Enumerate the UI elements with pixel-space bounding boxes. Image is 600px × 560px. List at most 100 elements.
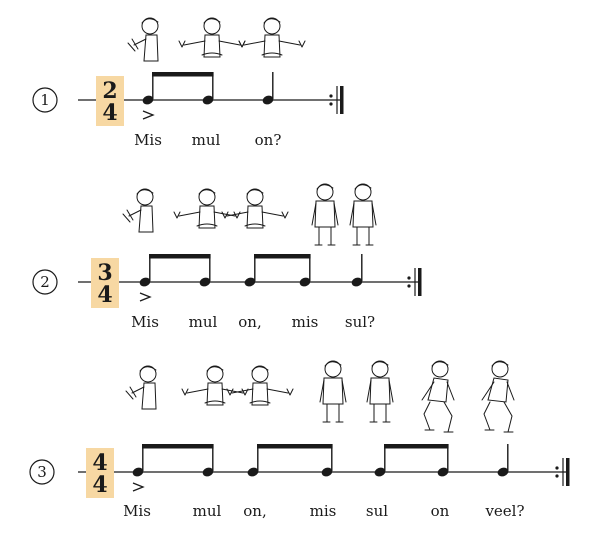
head-shape — [141, 17, 159, 35]
clapping-hands-shape — [122, 209, 142, 223]
repeat-dot — [329, 102, 333, 106]
head-shape — [324, 360, 342, 378]
time-signature-bottom: 4 — [97, 282, 112, 308]
repeat-dot — [555, 474, 559, 478]
arms-shape — [421, 381, 455, 401]
figure-clap-icon — [125, 365, 157, 410]
arms-shape — [183, 40, 241, 46]
hair-shape — [263, 18, 281, 24]
time-signature-top: 4 — [92, 450, 107, 476]
note-head — [262, 95, 274, 105]
body-shape — [198, 205, 216, 229]
bent-legs-shape — [423, 401, 454, 433]
hair-shape — [206, 366, 224, 372]
head-shape — [246, 188, 264, 206]
figure-stand-icon — [311, 183, 339, 246]
figure-clap-icon — [127, 17, 159, 62]
head-shape — [431, 360, 449, 378]
folded-hands-shape — [261, 52, 283, 56]
hair-shape — [198, 189, 216, 195]
eighth-beam — [384, 444, 449, 449]
note-head — [497, 467, 509, 477]
note-head — [321, 467, 333, 477]
lyric-syllable: on, — [238, 313, 261, 331]
arms-shape — [226, 211, 284, 217]
hands-shape — [226, 388, 294, 396]
figure-stand-icon — [349, 183, 377, 246]
note-head — [199, 277, 211, 287]
barline-thick — [340, 86, 344, 114]
body-shape — [141, 382, 157, 410]
eighth-beam — [257, 444, 333, 449]
time-signature-highlight — [91, 258, 119, 308]
hands-shape — [221, 211, 289, 219]
body-shape — [138, 205, 154, 233]
head-shape — [136, 188, 154, 206]
legs-shape — [352, 226, 374, 246]
head-shape — [354, 183, 372, 201]
folded-hands-shape — [249, 400, 271, 404]
note-head — [202, 467, 214, 477]
barline-thick — [566, 458, 570, 486]
arms-shape — [231, 388, 289, 394]
barline-thick — [418, 268, 422, 296]
movement-figures — [122, 183, 377, 246]
body-shape — [143, 34, 159, 62]
body-shape — [369, 377, 391, 405]
figure-stand-icon — [366, 360, 394, 423]
eighth-beam — [254, 254, 311, 259]
note-head — [202, 95, 214, 105]
clapping-hands-shape — [125, 386, 145, 400]
arms-shape — [243, 40, 301, 46]
figure-pat-icon — [178, 17, 246, 58]
exercise-number: 2 — [40, 273, 50, 291]
accent-mark — [132, 482, 145, 492]
eighth-beam — [152, 72, 214, 77]
figure-pat-icon — [173, 188, 241, 229]
body-shape — [246, 205, 264, 229]
note-head — [132, 467, 144, 477]
arms-shape — [481, 381, 515, 401]
lyric-syllable: veel? — [484, 502, 524, 520]
head-shape — [206, 365, 224, 383]
hair-shape — [316, 184, 334, 190]
hair-shape — [324, 361, 342, 367]
hair-shape — [136, 189, 154, 195]
legs-shape — [369, 403, 391, 423]
folded-hands-shape — [244, 223, 266, 227]
movement-figures — [127, 17, 306, 62]
exercise-number: 1 — [40, 91, 50, 109]
arms-shape — [311, 202, 339, 226]
lyric-syllable: mis — [310, 502, 337, 520]
clapping-hands-shape — [127, 38, 147, 52]
time-signature-top: 3 — [97, 260, 112, 286]
lyric-syllable: mis — [292, 313, 319, 331]
lyric-syllable: mul — [193, 502, 222, 520]
exercise-number-circle — [32, 269, 58, 295]
hair-shape — [251, 366, 269, 372]
body-shape — [251, 382, 269, 406]
repeat-dot — [407, 276, 411, 280]
head-shape — [139, 365, 157, 383]
lyric-syllable: mul — [192, 131, 221, 149]
figure-pat-icon — [181, 365, 249, 406]
lyric-syllable: mul — [189, 313, 218, 331]
body-shape — [352, 200, 374, 228]
exercise-number-circle — [29, 459, 55, 485]
time-signature-highlight — [86, 448, 114, 498]
lyric-syllable: sul — [366, 502, 388, 520]
arms-shape — [366, 379, 394, 403]
hair-shape — [139, 366, 157, 372]
hands-shape — [238, 40, 306, 48]
note-head — [139, 277, 151, 287]
hair-shape — [431, 361, 449, 367]
figure-crouch-icon — [481, 360, 515, 433]
figure-pat-icon — [226, 365, 294, 406]
head-shape — [251, 365, 269, 383]
repeat-dot — [407, 284, 411, 288]
time-signature-bottom: 4 — [102, 100, 117, 126]
arms-shape — [349, 202, 377, 226]
